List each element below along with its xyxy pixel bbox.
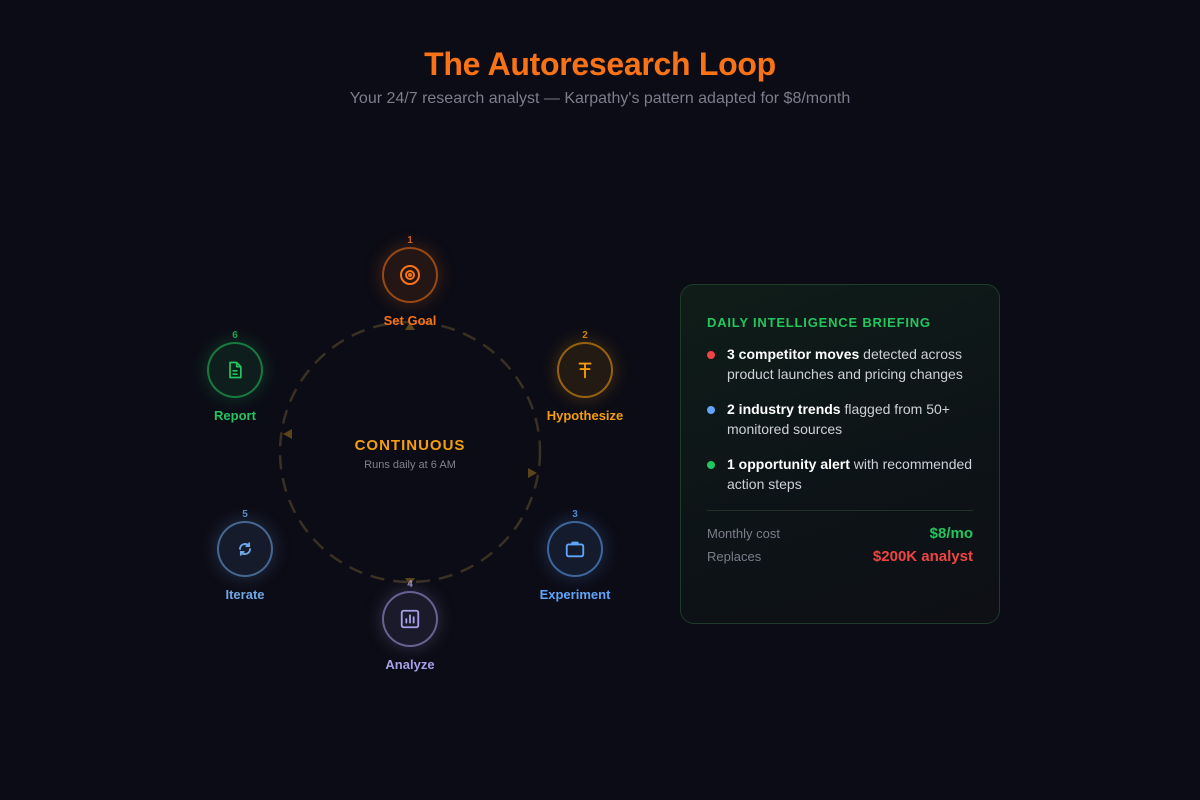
briefing-item-text: detected across product launches and pri… <box>727 346 963 382</box>
page-subtitle: Your 24/7 research analyst — Karpathy's … <box>349 90 851 107</box>
target-icon <box>400 265 420 285</box>
step-number: 2 <box>582 330 588 341</box>
card-divider <box>707 510 973 511</box>
step-circle <box>557 342 613 398</box>
step-analyze: 4 Analyze <box>340 579 480 673</box>
loop-center: CONTINUOUS Runs daily at 6 AM <box>310 437 510 472</box>
briefing-item-text: with recommended action steps <box>727 456 973 492</box>
bullet-dot <box>707 461 715 469</box>
step-hypothesize: 2 Hypothesize <box>515 330 655 424</box>
step-number: 1 <box>407 235 413 246</box>
step-label: Iterate <box>225 587 265 602</box>
step-label: Set Goal <box>383 313 437 328</box>
step-circle <box>382 247 438 303</box>
step-label: Experiment <box>539 587 611 602</box>
briefing-item-highlight: 2 industry trends <box>727 401 841 417</box>
bar-chart-icon <box>400 609 420 629</box>
refresh-icon <box>239 542 251 556</box>
step-number: 5 <box>242 509 248 520</box>
stat-monthly-cost: Monthly cost $8/mo <box>707 525 973 548</box>
loop-arrow-right <box>528 468 537 478</box>
briefcase-icon <box>565 541 585 558</box>
center-subtitle: Runs daily at 6 AM <box>364 459 456 471</box>
briefing-card: DAILY INTELLIGENCE BRIEFING 3 competitor… <box>680 284 1000 624</box>
stat-value: $8/mo <box>929 525 973 542</box>
step-circle <box>207 342 263 398</box>
briefing-item-highlight: 3 competitor moves <box>727 346 860 362</box>
center-title: CONTINUOUS <box>354 437 466 454</box>
briefing-item: 2 industry trends flagged from 50+ monit… <box>707 400 973 439</box>
document-icon <box>229 361 242 379</box>
bullet-dot <box>707 406 715 414</box>
stat-replaces: Replaces $200K analyst <box>707 548 973 571</box>
loop-arrow-left <box>283 429 292 439</box>
briefing-item-text: flagged from 50+ monitored sources <box>727 401 950 437</box>
step-number: 4 <box>407 579 413 590</box>
stat-label: Replaces <box>707 549 762 564</box>
loop-ring <box>278 320 542 584</box>
step-number: 3 <box>572 509 578 520</box>
step-circle <box>382 591 438 647</box>
loop-arrow-bottom <box>405 578 415 586</box>
briefing-item-highlight: 1 opportunity alert <box>727 456 850 472</box>
step-experiment: 3 Experiment <box>505 509 645 603</box>
briefing-item: 1 opportunity alert with recommended act… <box>707 455 973 494</box>
stat-label: Monthly cost <box>707 526 780 541</box>
bullet-dot <box>707 351 715 359</box>
stat-value: $200K analyst <box>872 548 973 565</box>
briefing-title: DAILY INTELLIGENCE BRIEFING <box>707 315 931 330</box>
step-circle <box>217 521 273 577</box>
step-label: Analyze <box>385 657 435 672</box>
page-title: The Autoresearch Loop <box>424 46 776 82</box>
loop-arrow-top <box>405 322 415 330</box>
step-label: Hypothesize <box>546 408 624 423</box>
step-circle <box>547 521 603 577</box>
hypothesis-icon <box>578 362 592 379</box>
briefing-item: 3 competitor moves detected across produ… <box>707 345 973 384</box>
step-label: Report <box>214 408 256 423</box>
briefing-list: 3 competitor moves detected across produ… <box>707 345 973 494</box>
header: The Autoresearch Loop Your 24/7 research… <box>0 44 1200 110</box>
step-iterate: 5 Iterate <box>175 509 315 603</box>
step-number: 6 <box>232 330 238 341</box>
step-report: 6 Report <box>165 330 305 424</box>
step-set-goal: 1 Set Goal <box>340 235 480 329</box>
